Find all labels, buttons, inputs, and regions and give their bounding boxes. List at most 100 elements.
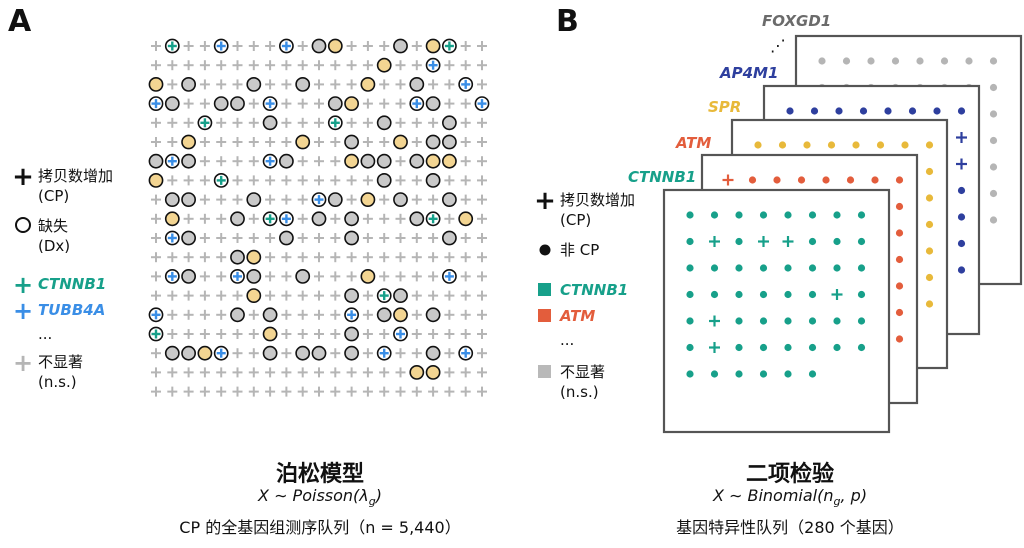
layer-dot	[808, 370, 817, 378]
grid-plus-ns	[411, 137, 422, 147]
grid-marker-blue	[148, 307, 164, 323]
grid-plus-ns	[314, 98, 324, 109]
grid-plus-ns	[151, 271, 161, 282]
grid-plus-ns	[199, 252, 210, 263]
grid-plus-ns	[232, 367, 243, 378]
grid-plus-ns	[330, 309, 341, 320]
panel-a-letter: A	[8, 4, 32, 39]
grid-marker-gray	[393, 288, 408, 303]
grid-marker-blue	[458, 77, 474, 92]
grid-marker-gray	[441, 115, 457, 131]
layer-cp-plus	[709, 236, 720, 247]
layer-dot	[735, 290, 743, 299]
grid-marker-gray	[164, 96, 180, 111]
grid-plus-ns	[151, 367, 161, 378]
grid-plus-ns	[379, 79, 390, 90]
grid-marker-blue	[164, 268, 180, 284]
grid-plus-ns	[330, 213, 341, 224]
grid-plus-ns	[428, 233, 439, 243]
grid-marker-gray	[441, 192, 457, 207]
layer-dot	[989, 216, 998, 224]
grid-plus-ns	[167, 329, 178, 339]
grid-plus-ns	[183, 175, 194, 186]
grid-plus-ns	[477, 233, 487, 243]
grid-marker-blue	[164, 153, 180, 169]
grid-plus-ns	[428, 271, 439, 282]
grid-marker-blue	[441, 268, 457, 284]
grid-plus-ns	[428, 117, 439, 128]
grid-plus-ns	[248, 233, 259, 243]
layer-dot	[810, 107, 819, 115]
legend-b-ns-abbrev: (n.s.)	[560, 383, 599, 401]
grid-plus-ns	[346, 41, 357, 51]
legend-gene-tubb4a-label: TUBB4A	[38, 301, 106, 319]
layer-card-ctnnb1	[662, 188, 891, 434]
grid-plus-ns	[183, 367, 194, 378]
layer-dot	[925, 167, 934, 176]
grid-marker-green	[425, 211, 441, 227]
grid-plus-ns	[477, 194, 487, 205]
grid-plus-ns	[199, 137, 210, 147]
grid-plus-ns	[167, 117, 178, 128]
grid-plus-ns	[199, 309, 210, 320]
layer-dot	[784, 290, 792, 299]
grid-plus-ns	[232, 194, 243, 205]
grid-plus-ns	[379, 233, 390, 243]
grid-plus-ns	[232, 386, 243, 397]
grid-marker-gray	[441, 230, 457, 246]
grid-plus-ns	[183, 252, 194, 263]
grid-plus-ns	[297, 309, 308, 320]
grid-plus-ns	[477, 117, 487, 128]
grid-marker-yellow	[425, 153, 441, 169]
layer-dot	[827, 141, 836, 149]
grid-marker-yellow	[197, 345, 213, 361]
grid-marker-gray	[262, 345, 278, 361]
legend-ns-abbrev: (n.s.)	[38, 373, 77, 391]
layer-cp-plus	[722, 174, 734, 186]
grid-plus-ns	[199, 271, 210, 282]
grid-plus-ns	[330, 252, 341, 263]
grid-plus-ns	[314, 252, 324, 263]
grid-plus-ns	[216, 329, 227, 339]
layer-dot	[808, 264, 817, 272]
grid-plus-ns	[379, 271, 390, 282]
grid-plus-ns	[314, 156, 324, 167]
layer-dot	[859, 107, 868, 115]
grid-plus-ns	[281, 290, 292, 301]
grid-plus-ns	[199, 98, 210, 109]
layer-cp-plus	[956, 132, 967, 143]
panel-a-subtitle: CP 的全基因组测序队列（n = 5,440）	[179, 518, 461, 537]
grid-plus-ns	[151, 213, 161, 224]
grid-plus-ns	[411, 386, 422, 397]
layer-dot	[759, 370, 768, 378]
legend-b-ctnnb1-label: CTNNB1	[560, 281, 629, 299]
legend-b-ellipsis-text: ...	[560, 331, 575, 349]
layer-dot	[895, 335, 904, 343]
grid-marker-gray	[311, 345, 327, 361]
layer-dot	[989, 136, 998, 145]
grid-plus-ns	[330, 137, 341, 147]
grid-marker-green	[327, 115, 343, 131]
grid-plus-ns	[265, 386, 276, 397]
legend-b-noncp-label: 非 CP	[560, 241, 600, 259]
grid-plus-ns	[379, 367, 390, 378]
grid-marker-gray	[164, 345, 180, 361]
grid-plus-ns	[265, 79, 276, 90]
grid-plus-ns	[444, 309, 455, 320]
layer-dot	[808, 290, 817, 299]
grid-plus-ns	[411, 117, 422, 128]
grid-marker-blue	[278, 211, 294, 227]
grid-plus-ns	[428, 252, 439, 263]
grid-marker-yellow	[376, 57, 392, 73]
grid-marker-gray	[181, 192, 196, 207]
grid-plus-ns	[216, 194, 227, 205]
grid-plus-ns	[232, 41, 243, 51]
grid-plus-ns	[199, 41, 210, 51]
layer-dot	[965, 57, 973, 65]
grid-plus-ns	[460, 175, 471, 186]
grid-plus-ns	[362, 175, 373, 186]
grid-plus-ns	[460, 41, 471, 51]
grid-plus-ns	[362, 98, 373, 109]
layer-dot	[835, 107, 843, 115]
grid-plus-ns	[395, 156, 406, 167]
